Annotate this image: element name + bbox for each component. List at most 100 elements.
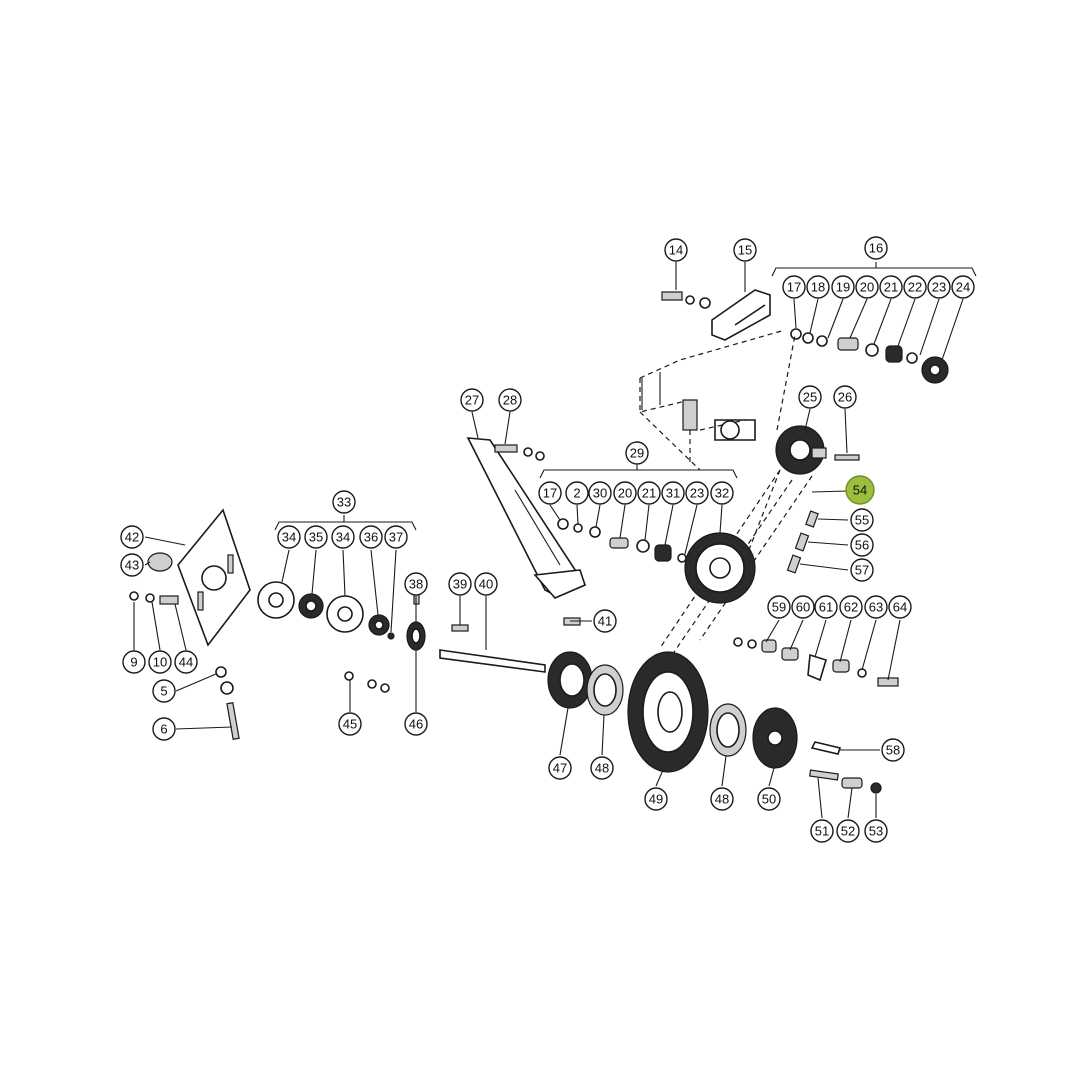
parts-59-64 [733, 637, 899, 687]
callout-35[interactable]: 35 [304, 525, 328, 549]
callout-39[interactable]: 39 [448, 572, 472, 596]
bolt-14 [661, 291, 711, 309]
callout-56[interactable]: 56 [850, 533, 874, 557]
callout-64[interactable]: 64 [888, 595, 912, 619]
callout-17[interactable]: 17 [782, 275, 806, 299]
callout-36[interactable]: 36 [359, 525, 383, 549]
callout-62[interactable]: 62 [839, 595, 863, 619]
callout-53[interactable]: 53 [864, 819, 888, 843]
svg-text:53: 53 [869, 824, 883, 839]
callout-46[interactable]: 46 [404, 712, 428, 736]
callout-59[interactable]: 59 [767, 595, 791, 619]
callout-49[interactable]: 49 [644, 787, 668, 811]
callout-30[interactable]: 30 [588, 481, 612, 505]
callout-38[interactable]: 38 [404, 572, 428, 596]
svg-text:6: 6 [160, 722, 167, 737]
svg-text:23: 23 [690, 486, 704, 501]
callout-48a[interactable]: 48 [590, 756, 614, 780]
callout-52[interactable]: 52 [836, 819, 860, 843]
svg-text:51: 51 [815, 824, 829, 839]
callout-58[interactable]: 58 [881, 738, 905, 762]
svg-text:42: 42 [125, 530, 139, 545]
friction-disc-48a [586, 664, 624, 716]
svg-text:40: 40 [479, 577, 493, 592]
callout-22[interactable]: 22 [903, 275, 927, 299]
callout-33[interactable]: 33 [332, 490, 356, 514]
callout-14[interactable]: 14 [664, 238, 688, 262]
svg-text:56: 56 [855, 538, 869, 553]
svg-text:18: 18 [811, 280, 825, 295]
callout-34a[interactable]: 34 [277, 525, 301, 549]
svg-text:33: 33 [337, 495, 351, 510]
callout-42[interactable]: 42 [120, 525, 144, 549]
callout-9[interactable]: 9 [122, 650, 146, 674]
svg-text:46: 46 [409, 717, 423, 732]
hub-50 [752, 707, 798, 769]
callout-24[interactable]: 24 [951, 275, 975, 299]
svg-text:19: 19 [836, 280, 850, 295]
svg-text:20: 20 [618, 486, 632, 501]
svg-text:38: 38 [409, 577, 423, 592]
callout-10[interactable]: 10 [148, 650, 172, 674]
callout-2[interactable]: 2 [565, 481, 589, 505]
callout-5[interactable]: 5 [152, 679, 176, 703]
callout-60[interactable]: 60 [791, 595, 815, 619]
svg-text:52: 52 [841, 824, 855, 839]
callout-23b[interactable]: 23 [685, 481, 709, 505]
sprocket-32 [684, 532, 756, 604]
bolts-9-10-44 [129, 591, 179, 605]
callout-43[interactable]: 43 [120, 553, 144, 577]
callout-48b[interactable]: 48 [710, 787, 734, 811]
callout-19[interactable]: 19 [831, 275, 855, 299]
callout-20b[interactable]: 20 [613, 481, 637, 505]
callout-27[interactable]: 27 [460, 388, 484, 412]
hub-47 [547, 651, 593, 709]
callout-37[interactable]: 37 [384, 525, 408, 549]
parts-17-24 [790, 328, 949, 384]
svg-text:62: 62 [844, 600, 858, 615]
svg-text:31: 31 [666, 486, 680, 501]
callout-61[interactable]: 61 [814, 595, 838, 619]
svg-text:55: 55 [855, 513, 869, 528]
callout-6[interactable]: 6 [152, 717, 176, 741]
callout-57[interactable]: 57 [850, 558, 874, 582]
callout-26[interactable]: 26 [833, 385, 857, 409]
callout-20[interactable]: 20 [855, 275, 879, 299]
callout-50[interactable]: 50 [757, 787, 781, 811]
svg-text:17: 17 [543, 486, 557, 501]
callout-40[interactable]: 40 [474, 572, 498, 596]
callout-32[interactable]: 32 [710, 481, 734, 505]
callout-63[interactable]: 63 [864, 595, 888, 619]
callout-47[interactable]: 47 [548, 756, 572, 780]
callout-55[interactable]: 55 [850, 508, 874, 532]
svg-text:15: 15 [738, 243, 752, 258]
callout-15[interactable]: 15 [733, 238, 757, 262]
callout-28[interactable]: 28 [498, 388, 522, 412]
callout-16[interactable]: 16 [864, 236, 888, 260]
callout-21[interactable]: 21 [879, 275, 903, 299]
callout-54[interactable]: 54 [845, 475, 875, 505]
callout-17b[interactable]: 17 [538, 481, 562, 505]
svg-text:43: 43 [125, 558, 139, 573]
svg-text:63: 63 [869, 600, 883, 615]
svg-text:41: 41 [598, 614, 612, 629]
callout-25[interactable]: 25 [798, 385, 822, 409]
callout-31[interactable]: 31 [661, 481, 685, 505]
callout-45[interactable]: 45 [338, 712, 362, 736]
bolts-5-6 [215, 666, 240, 740]
svg-text:34: 34 [282, 530, 296, 545]
callout-41[interactable]: 41 [593, 609, 617, 633]
svg-text:30: 30 [593, 486, 607, 501]
callout-44[interactable]: 44 [174, 650, 198, 674]
svg-text:59: 59 [772, 600, 786, 615]
callout-29[interactable]: 29 [625, 441, 649, 465]
svg-text:36: 36 [364, 530, 378, 545]
callout-51[interactable]: 51 [810, 819, 834, 843]
callout-18[interactable]: 18 [806, 275, 830, 299]
callout-23[interactable]: 23 [927, 275, 951, 299]
svg-text:61: 61 [819, 600, 833, 615]
svg-text:10: 10 [153, 655, 167, 670]
callout-34b[interactable]: 34 [331, 525, 355, 549]
callout-21b[interactable]: 21 [637, 481, 661, 505]
svg-text:45: 45 [343, 717, 357, 732]
